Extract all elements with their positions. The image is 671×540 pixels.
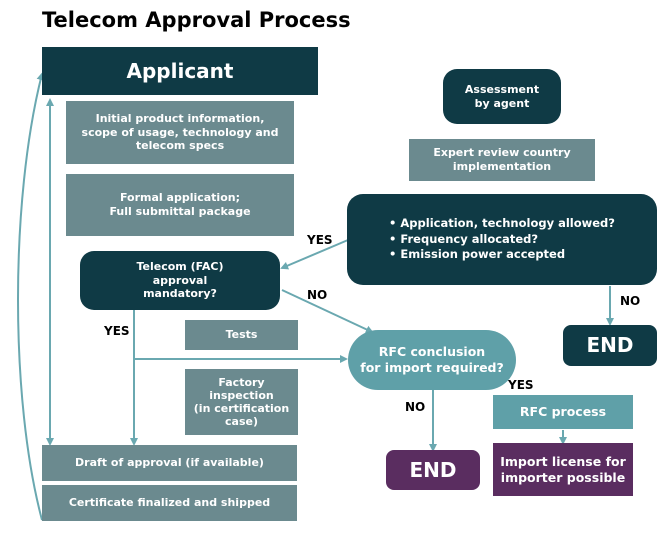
no-label-fac-to-rfc: NO bbox=[307, 288, 328, 302]
yes-label-rfc-to-process: YES bbox=[508, 378, 534, 392]
arrow-fac-to-rfc bbox=[281, 289, 374, 334]
certificate-box: Certificate finalized and shipped bbox=[42, 485, 297, 521]
end-box-bottom: END bbox=[386, 450, 480, 490]
formal-application-box: Formal application; Full submittal packa… bbox=[66, 174, 294, 236]
factory-inspection-box: Factory inspection (in certification cas… bbox=[185, 369, 298, 435]
rfc-process-label: RFC process bbox=[519, 404, 607, 420]
criteria-item: • Frequency allocated? bbox=[389, 231, 539, 246]
applicant-box: Applicant bbox=[42, 47, 318, 95]
draft-approval-box: Draft of approval (if available) bbox=[42, 445, 297, 481]
yes-label-fac-down: YES bbox=[104, 324, 130, 338]
assessment-box: Assessment by agent bbox=[443, 69, 561, 124]
expert-review-box: Expert review country implementation bbox=[409, 139, 595, 181]
assessment-label: Assessment by agent bbox=[464, 82, 540, 110]
expert-review-label: Expert review country implementation bbox=[433, 146, 571, 173]
criteria-box: • Application, technology allowed? • Fre… bbox=[347, 194, 657, 285]
initial-info-label: Initial product information, scope of us… bbox=[81, 111, 279, 153]
diagram-title: Telecom Approval Process bbox=[42, 8, 351, 32]
applicant-label: Applicant bbox=[126, 58, 234, 83]
rfc-decision-label: RFC conclusion for import required? bbox=[360, 344, 504, 375]
criteria-item: • Emission power accepted bbox=[389, 247, 566, 262]
fac-decision-label: Telecom (FAC) approval mandatory? bbox=[136, 259, 224, 301]
formal-application-label: Formal application; Full submittal packa… bbox=[109, 191, 251, 218]
rfc-decision: RFC conclusion for import required? bbox=[348, 330, 516, 390]
loop-arrow-certificate-to-applicant bbox=[17, 72, 45, 521]
import-license-label: Import license for importer possible bbox=[500, 453, 626, 485]
certificate-label: Certificate finalized and shipped bbox=[68, 496, 271, 510]
end-bottom-label: END bbox=[409, 457, 457, 482]
criteria-item: • Application, technology allowed? bbox=[389, 216, 615, 231]
initial-info-box: Initial product information, scope of us… bbox=[66, 101, 294, 164]
arrow-criteria-to-fac bbox=[280, 239, 349, 270]
tests-label: Tests bbox=[225, 328, 258, 342]
no-label-criteria-to-end: NO bbox=[620, 294, 641, 308]
no-label-rfc-to-end: NO bbox=[405, 400, 426, 414]
fac-decision: Telecom (FAC) approval mandatory? bbox=[80, 251, 280, 310]
tests-box: Tests bbox=[185, 320, 298, 350]
rfc-process-box: RFC process bbox=[493, 395, 633, 429]
factory-inspection-label: Factory inspection (in certification cas… bbox=[193, 375, 290, 429]
import-license-box: Import license for importer possible bbox=[493, 443, 633, 496]
draft-approval-label: Draft of approval (if available) bbox=[75, 456, 264, 470]
end-box-right: END bbox=[563, 325, 657, 366]
criteria-list: • Application, technology allowed? • Fre… bbox=[389, 216, 615, 263]
yes-label-criteria-to-fac: YES bbox=[307, 233, 333, 247]
end-right-label: END bbox=[586, 333, 634, 357]
